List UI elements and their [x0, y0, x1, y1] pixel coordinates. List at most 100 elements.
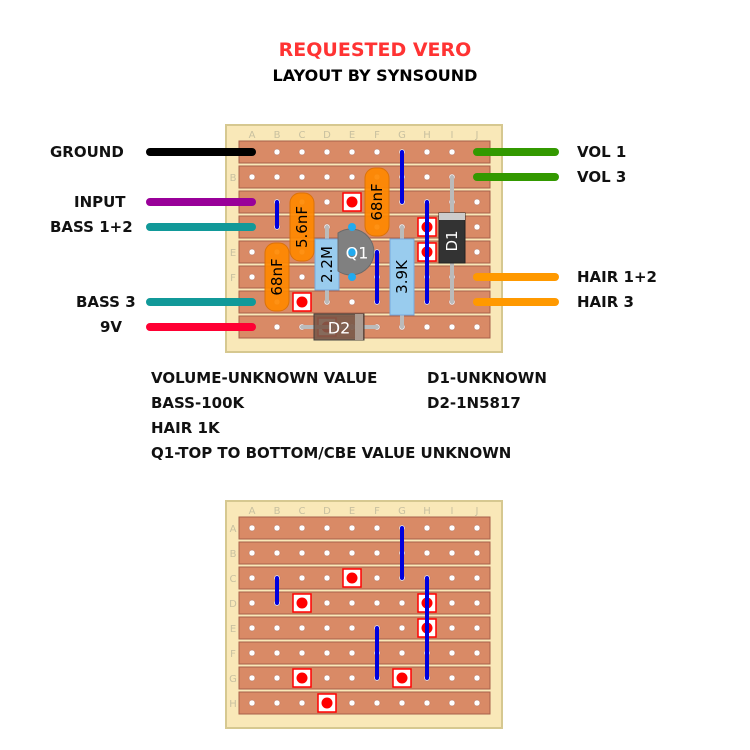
strip-side-hole	[298, 624, 306, 632]
strip-side-hole	[348, 649, 356, 657]
note-volume: VOLUME-UNKNOWN VALUE	[151, 369, 378, 387]
wire-label-vol-3: VOL 3	[577, 168, 627, 186]
strip-side-hole	[373, 549, 381, 557]
strip-side-hole	[448, 674, 456, 682]
wire-label-hair-1-2: HAIR 1+2	[577, 268, 657, 286]
strip-side-track-cut-dot	[396, 672, 408, 684]
strip-side-col-label: E	[349, 506, 355, 517]
component-side-hole	[373, 148, 381, 156]
strip-side-hole	[248, 574, 256, 582]
strip-side-hole	[323, 524, 331, 532]
note-hair: HAIR 1K	[151, 419, 220, 437]
strip-side-hole	[448, 599, 456, 607]
component-side-hole	[248, 248, 256, 256]
strip-side-hole	[248, 674, 256, 682]
strip-side-track-cut-dot	[296, 672, 308, 684]
component-side-hole	[473, 198, 481, 206]
strip-side-hole	[273, 624, 281, 632]
capacitor-label: 68nF	[268, 258, 286, 295]
strip-side-strip	[238, 516, 491, 540]
strip-side-hole	[473, 624, 481, 632]
component-side-hole	[423, 323, 431, 331]
strip-side-hole	[373, 574, 381, 582]
capacitor-label: 5.6nF	[293, 206, 311, 248]
strip-side-hole	[348, 549, 356, 557]
wire-label-bass-3: BASS 3	[76, 293, 136, 311]
transistor-pin	[348, 248, 356, 256]
component-side-hole	[248, 173, 256, 181]
strip-side-hole	[323, 599, 331, 607]
strip-side-hole	[248, 549, 256, 557]
strip-side-hole	[473, 674, 481, 682]
strip-side-col-label: G	[398, 506, 406, 517]
component-side-track-cut-dot	[346, 196, 358, 208]
strip-side-hole	[248, 524, 256, 532]
note-d2: D2-1N5817	[427, 394, 521, 412]
strip-side-hole	[323, 674, 331, 682]
component-side-col-label: F	[374, 130, 380, 141]
strip-side-col-label: F	[374, 506, 380, 517]
component-side-hole	[448, 148, 456, 156]
strip-side-strip	[238, 691, 491, 715]
component-side-hole	[298, 173, 306, 181]
strip-side-hole	[248, 699, 256, 707]
transistor-label: Q1	[346, 244, 369, 263]
wire-label-vol-1: VOL 1	[577, 143, 627, 161]
strip-side-col-label: J	[475, 506, 479, 517]
component-side-hole	[248, 273, 256, 281]
strip-side-hole	[398, 649, 406, 657]
note-q1: Q1-TOP TO BOTTOM/CBE VALUE UNKNOWN	[151, 444, 512, 462]
page-title: REQUESTED VERO	[278, 39, 472, 61]
strip-side-hole	[298, 699, 306, 707]
strip-side-hole	[448, 574, 456, 582]
component-side-hole	[323, 148, 331, 156]
component-side-hole	[473, 223, 481, 231]
component-side-col-label: D	[323, 130, 331, 141]
strip-side-hole	[248, 599, 256, 607]
strip-side-hole	[448, 624, 456, 632]
strip-side-hole	[323, 574, 331, 582]
resistor-3.9K	[389, 238, 415, 316]
component-side-row-label: F	[230, 273, 236, 284]
strip-side-hole	[248, 624, 256, 632]
strip-side-hole	[348, 674, 356, 682]
strip-side-hole	[298, 574, 306, 582]
strip-side-track-cut-dot	[346, 572, 358, 584]
strip-side-hole	[473, 574, 481, 582]
strip-side-col-label: A	[249, 506, 256, 517]
component-side-hole	[298, 148, 306, 156]
strip-side-strip	[238, 541, 491, 565]
strip-side-row-label: C	[230, 574, 237, 585]
resistor-label: 2.2M	[318, 246, 336, 283]
strip-side-hole	[273, 649, 281, 657]
strip-side-hole	[323, 649, 331, 657]
component-side-hole	[298, 273, 306, 281]
wire-label-ground: GROUND	[50, 143, 124, 161]
strip-side-hole	[423, 699, 431, 707]
diode-D1	[438, 212, 466, 264]
strip-side-hole	[398, 599, 406, 607]
strip-side-hole	[323, 624, 331, 632]
strip-side-hole	[248, 649, 256, 657]
component-side-col-label: J	[475, 130, 479, 141]
component-side-hole	[473, 248, 481, 256]
diode-label: D1	[443, 230, 461, 251]
strip-side-hole	[273, 524, 281, 532]
strip-side-hole	[423, 524, 431, 532]
transistor-pin	[348, 273, 356, 281]
strip-side-hole	[323, 549, 331, 557]
component-side-hole	[348, 298, 356, 306]
note-d1: D1-UNKNOWN	[427, 369, 547, 387]
strip-side-hole	[448, 549, 456, 557]
strip-side-hole	[273, 699, 281, 707]
strip-side-hole	[348, 624, 356, 632]
strip-side-hole	[298, 549, 306, 557]
strip-side-hole	[448, 649, 456, 657]
wire-label-input: INPUT	[74, 193, 126, 211]
strip-side-hole	[398, 624, 406, 632]
component-side-col-label: I	[451, 130, 454, 141]
strip-side-row-label: G	[229, 674, 237, 685]
strip-side-hole	[273, 674, 281, 682]
